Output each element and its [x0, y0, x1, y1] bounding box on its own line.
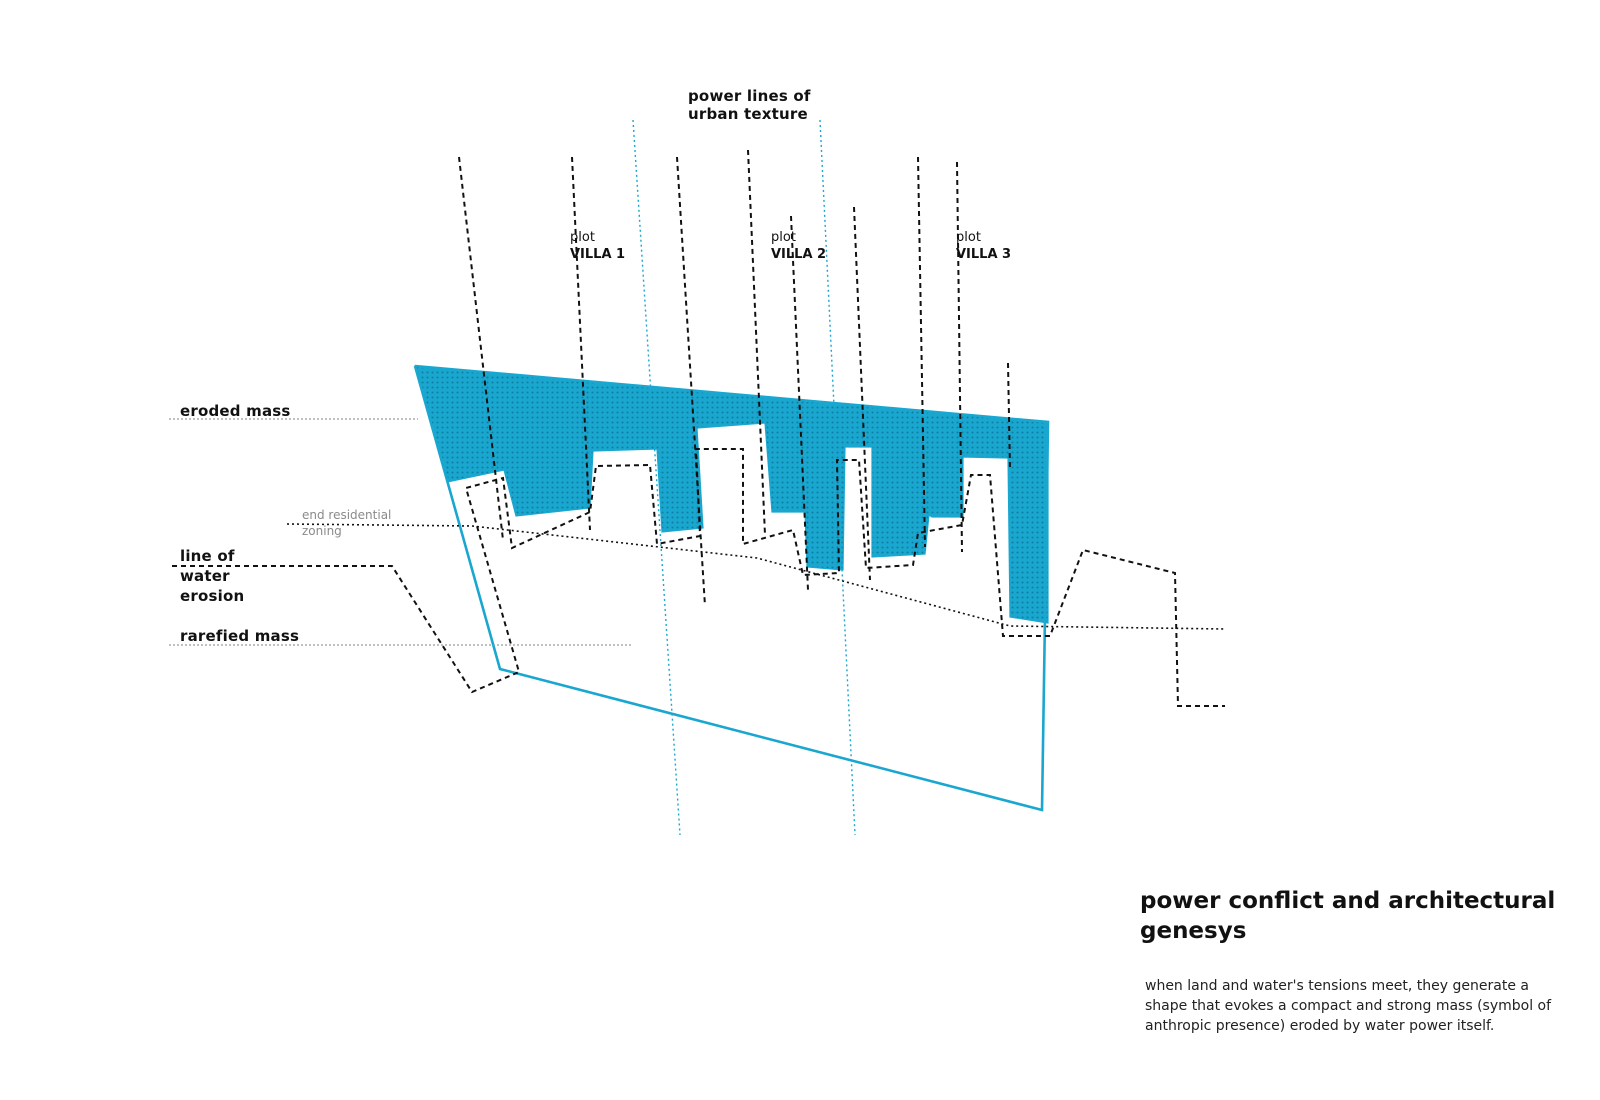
plot-prefix: plot [956, 230, 981, 245]
plot-name: VILLA 3 [956, 247, 1012, 262]
water-erosion-label-line: water [180, 567, 230, 585]
plot-line [676, 156, 706, 607]
caption-body-line: when land and water's tensions meet, the… [1145, 978, 1529, 994]
plot-line [917, 156, 926, 548]
plot-line [853, 206, 871, 581]
water-erosion-line [172, 448, 1225, 707]
rarefied-mass-label: rarefied mass [180, 627, 300, 645]
eroded-mass-label: eroded mass [180, 402, 291, 420]
water-erosion-label-line: erosion [180, 587, 245, 605]
caption-body-line: shape that evokes a compact and strong m… [1145, 998, 1552, 1014]
caption-body-line: anthropic presence) eroded by water powe… [1145, 1018, 1495, 1034]
eroded-mass-shape [414, 365, 1049, 624]
power-lines-label-line: urban texture [688, 105, 808, 123]
plot-prefix: plot [570, 230, 595, 245]
end-zoning-label-line: end residential [302, 508, 392, 522]
water-erosion-label-line: line of [180, 547, 235, 565]
zoning-line [286, 523, 1226, 630]
urban-power-line [819, 119, 856, 836]
caption-title: power conflict and architectural genesys [1140, 886, 1560, 946]
plot-prefix: plot [771, 230, 796, 245]
plot-label-villa-2: plot VILLA 2 [771, 229, 826, 263]
plot-label-villa-1: plot VILLA 1 [570, 229, 625, 263]
plot-line [956, 161, 963, 553]
power-lines-label: power lines of urban texture [688, 87, 811, 123]
plot-name: VILLA 2 [771, 247, 827, 262]
water-erosion-label: line of water erosion [180, 546, 244, 606]
plot-name: VILLA 1 [570, 247, 626, 262]
plot-label-villa-3: plot VILLA 3 [956, 229, 1011, 263]
caption-body: when land and water's tensions meet, the… [1145, 976, 1585, 1036]
power-lines-label-line: power lines of [688, 87, 811, 105]
caption-title-line: genesys [1140, 918, 1247, 944]
caption-title-line: power conflict and architectural [1140, 888, 1556, 914]
mass-outline [413, 364, 1050, 812]
plot-line [458, 156, 504, 541]
end-zoning-label-line: zoning [302, 524, 342, 538]
plot-line [747, 149, 766, 536]
end-zoning-label: end residential zoning [302, 507, 391, 539]
